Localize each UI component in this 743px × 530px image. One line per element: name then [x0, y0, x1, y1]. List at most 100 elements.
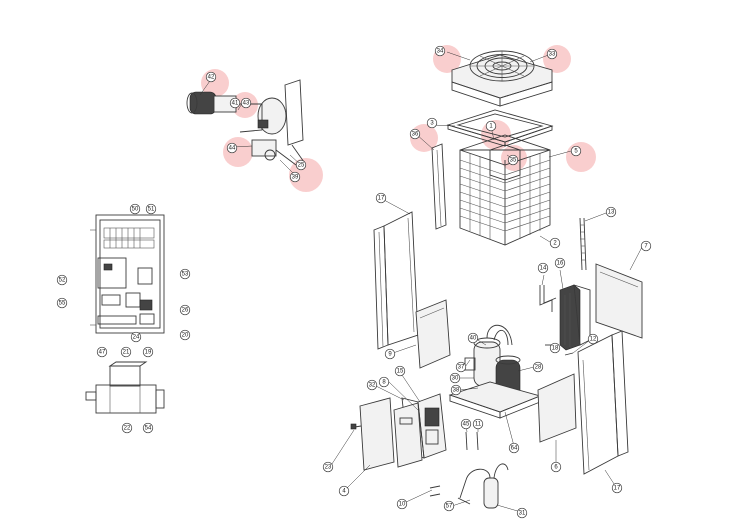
callout-c45: 45 [460, 418, 472, 430]
valve-bracket [539, 285, 557, 312]
callout-number: 26 [182, 307, 189, 313]
fasteners [350, 344, 574, 497]
callout-number: 40 [470, 335, 477, 341]
callout-number: 13 [608, 209, 615, 215]
callout-c43: 43 [240, 97, 252, 109]
callout-c17a: 17 [375, 192, 387, 204]
callout-number: 14 [540, 265, 547, 271]
callout-c32: 32 [366, 379, 378, 391]
callout-bubble [409, 128, 421, 140]
water-pipe-assembly [457, 463, 509, 509]
callout-bubble [460, 418, 472, 430]
callout-number: 55 [59, 300, 66, 306]
callout-number: 42 [208, 74, 215, 80]
callout-bubble [145, 203, 157, 215]
callout-c54: 54 [142, 422, 154, 434]
callout-bubble [549, 237, 561, 249]
callout-bubble [450, 384, 462, 396]
callout-number: 24 [133, 334, 140, 340]
callout-bubble [472, 418, 484, 430]
callout-number: 57 [446, 503, 453, 509]
callout-bubble [449, 372, 461, 384]
callout-bubble [129, 203, 141, 215]
callout-number: 2 [553, 240, 557, 246]
callout-c12: 12 [587, 333, 599, 345]
callout-number: 47 [99, 349, 106, 355]
callout-c10: 10 [396, 498, 408, 510]
front-middle-panel [393, 402, 423, 468]
callout-c11: 11 [472, 418, 484, 430]
callout-number: 17 [614, 485, 621, 491]
callout-c17b: 17 [611, 482, 623, 494]
callout-number: 6 [554, 464, 558, 470]
callout-bubble [121, 422, 133, 434]
callout-number: 5 [574, 148, 578, 154]
callout-bubble [289, 171, 301, 183]
callout-number: 36 [412, 131, 419, 137]
callout-bubble [516, 507, 528, 519]
callout-bubble [640, 240, 652, 252]
callout-c42: 42 [205, 71, 217, 83]
callout-bubble [537, 262, 549, 274]
callout-c31: 31 [516, 507, 528, 519]
callout-number: 12 [590, 336, 597, 342]
callout-bubble [532, 361, 544, 373]
callout-bubble [605, 206, 617, 218]
callout-bubble [554, 257, 566, 269]
callout-bubble [229, 97, 241, 109]
callout-number: 64 [511, 445, 518, 451]
left-side-panel [415, 299, 451, 369]
callout-c39: 39 [289, 171, 301, 183]
callout-number: 31 [519, 510, 526, 516]
callout-c4: 4 [338, 485, 350, 497]
callout-bubble [120, 346, 132, 358]
callout-c34: 34 [434, 45, 446, 57]
callout-c26: 26 [179, 304, 191, 316]
callout-c19: 19 [142, 346, 154, 358]
base-tray [448, 381, 542, 419]
callout-number: 8 [382, 379, 386, 385]
callout-number: 45 [463, 421, 470, 427]
callout-c8: 8 [378, 376, 390, 388]
callout-number: 22 [124, 425, 131, 431]
callout-number: 20 [182, 332, 189, 338]
callout-bubble [338, 485, 350, 497]
highlight-marker [223, 137, 253, 167]
callout-c5: 5 [570, 145, 582, 157]
callout-number: 15 [397, 368, 404, 374]
callout-number: 23 [325, 464, 332, 470]
callout-bubble [179, 329, 191, 341]
callout-number: 1 [489, 123, 493, 129]
callout-c25: 25 [295, 159, 307, 171]
callout-c53: 53 [179, 268, 191, 280]
evaporator-coil [459, 134, 551, 246]
callout-number: 50 [132, 206, 139, 212]
callout-bubble [56, 274, 68, 286]
callout-bubble [375, 192, 387, 204]
callout-number: 25 [298, 162, 305, 168]
callout-c1: 1 [485, 120, 497, 132]
callout-bubble [378, 376, 390, 388]
callout-c47: 47 [96, 346, 108, 358]
callout-number: 17 [378, 195, 385, 201]
callout-c37: 37 [455, 361, 467, 373]
callout-c41: 41 [229, 97, 241, 109]
callout-number: 39 [292, 174, 299, 180]
callout-bubble [179, 304, 191, 316]
callout-number: 7 [644, 243, 648, 249]
callout-c55: 55 [56, 297, 68, 309]
callout-number: 41 [232, 100, 239, 106]
callout-c21: 21 [120, 346, 132, 358]
callout-number: 53 [182, 271, 189, 277]
callout-bubble [546, 48, 558, 60]
callout-bubble [550, 461, 562, 473]
callout-number: 54 [145, 425, 152, 431]
callout-number: 33 [549, 51, 556, 57]
control-panel-drawing [90, 214, 165, 334]
plate-heat-exchanger [559, 284, 591, 351]
callout-bubble [142, 422, 154, 434]
callout-number: 52 [59, 277, 66, 283]
callout-number: 4 [342, 488, 346, 494]
callout-c15: 15 [394, 365, 406, 377]
